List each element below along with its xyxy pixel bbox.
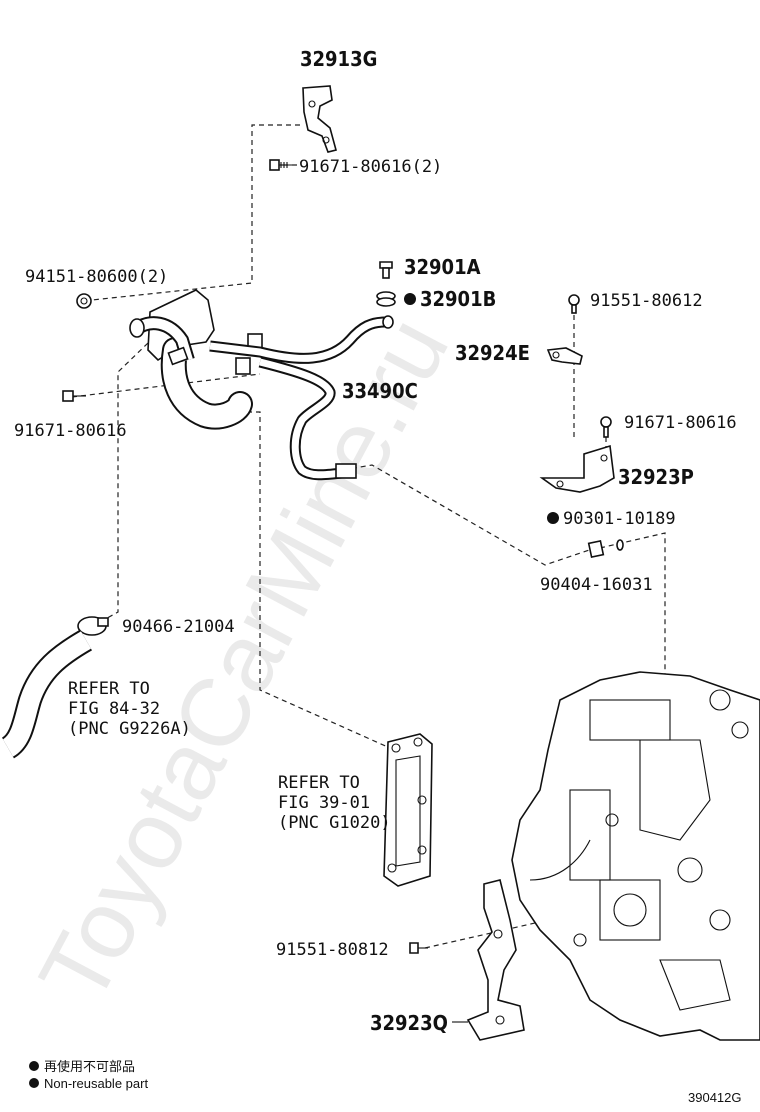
bolt-91671-80616-right[interactable] — [600, 416, 612, 438]
label-32923Q: 32923Q — [370, 1011, 448, 1035]
refer-cover-line2: FIG 39-01 — [278, 793, 370, 813]
bolt-91551-80812[interactable] — [409, 942, 428, 954]
non-reusable-marker-90301 — [547, 512, 559, 524]
transmission-case — [511, 671, 760, 1041]
bolt-91671-80616-2[interactable] — [269, 159, 292, 171]
heater-hose-left — [0, 629, 93, 759]
oring-32901B[interactable] — [376, 291, 396, 307]
label-90404-16031: 90404-16031 — [540, 575, 653, 595]
water-hose-assembly-33490C[interactable] — [129, 289, 394, 481]
legend-dot-en — [29, 1078, 39, 1088]
label-91671-80616-left: 91671-80616 — [14, 421, 127, 441]
bracket-32923P[interactable] — [539, 444, 615, 493]
label-94151-80600-2: 94151-80600(2) — [25, 267, 168, 287]
bolt-91551-80612[interactable] — [568, 294, 580, 314]
label-32924E: 32924E — [455, 341, 530, 365]
bracket-32923Q[interactable] — [452, 879, 525, 1041]
figure-id: 390412G — [688, 1090, 742, 1105]
label-91551-80812: 91551-80812 — [276, 940, 389, 960]
refer-hose-line1: REFER TO — [68, 679, 150, 699]
label-90301-10189: 90301-10189 — [563, 509, 676, 529]
oring-90301-10189[interactable] — [616, 539, 624, 551]
label-90466-21004: 90466-21004 — [122, 617, 235, 637]
label-33490C: 33490C — [342, 379, 418, 403]
label-91671-80616-right: 91671-80616 — [624, 413, 737, 433]
refer-cover-line1: REFER TO — [278, 773, 360, 793]
bolt-94151-80600[interactable] — [76, 293, 92, 309]
label-32901B: 32901B — [420, 287, 496, 311]
label-32923P: 32923P — [618, 465, 694, 489]
legend-dot-jp — [29, 1061, 39, 1071]
label-91551-80612: 91551-80612 — [590, 291, 703, 311]
label-32913G: 32913G — [300, 47, 377, 71]
clip-32924E[interactable] — [546, 347, 583, 365]
label-32901A: 32901A — [404, 255, 481, 279]
non-reusable-marker-32901B — [404, 293, 416, 305]
valve-cover-plate — [383, 733, 433, 887]
bolt-32901A[interactable] — [379, 261, 393, 279]
refer-hose-line3: (PNC G9226A) — [68, 719, 191, 739]
bolt-91671-80616-left[interactable] — [62, 390, 86, 402]
bracket-32913G[interactable] — [302, 85, 337, 153]
clamp-90466-21004[interactable] — [77, 616, 109, 636]
refer-hose-line2: FIG 84-32 — [68, 699, 160, 719]
label-91671-80616-2: 91671-80616(2) — [299, 157, 442, 177]
legend-jp: 再使用不可部品 — [44, 1059, 135, 1074]
legend-en: Non-reusable part — [44, 1076, 148, 1091]
plug-90404-16031[interactable] — [587, 539, 605, 559]
refer-cover-line3: (PNC G1020) — [278, 813, 391, 833]
